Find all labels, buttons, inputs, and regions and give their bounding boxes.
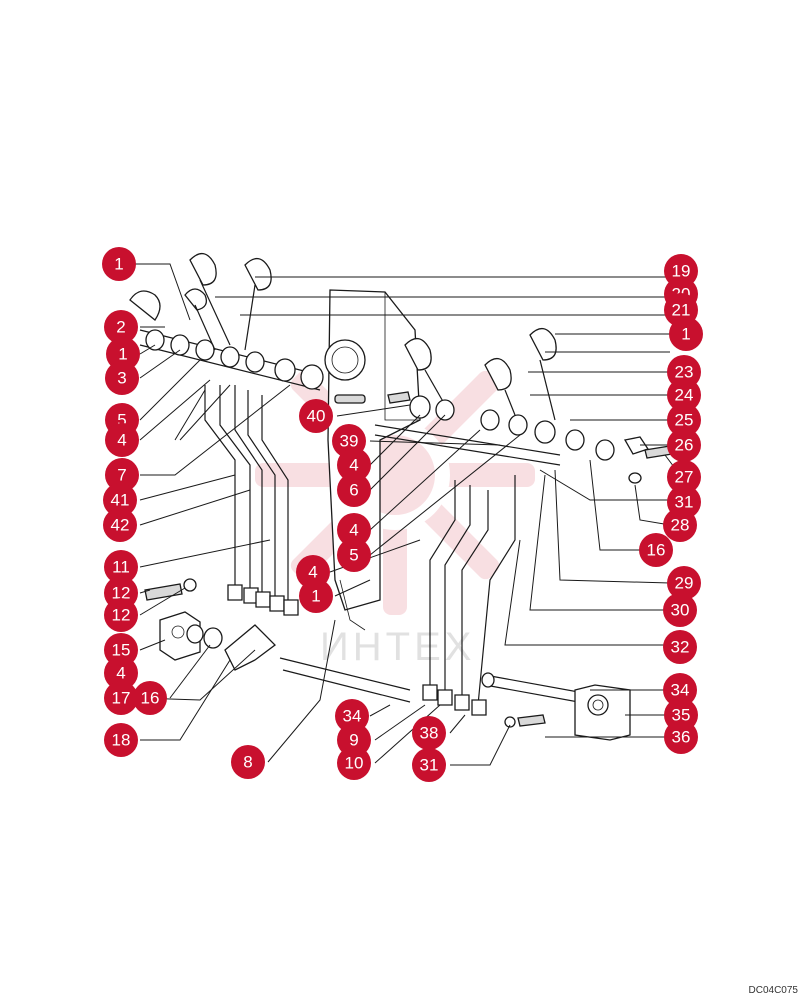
svg-text:4: 4	[117, 431, 126, 450]
svg-text:29: 29	[675, 574, 694, 593]
right-lower-parts	[481, 672, 631, 741]
diagram-code-label: DC04C075	[748, 985, 798, 996]
callout: 31	[412, 748, 446, 782]
svg-text:16: 16	[647, 541, 666, 560]
svg-text:27: 27	[675, 468, 694, 487]
callout: 36	[664, 720, 698, 754]
callout: 16	[639, 533, 673, 567]
svg-text:8: 8	[243, 753, 252, 772]
callout: 8	[231, 745, 265, 779]
svg-text:30: 30	[671, 601, 690, 620]
left-lower-parts	[144, 578, 411, 703]
svg-text:4: 4	[349, 456, 358, 475]
svg-text:39: 39	[340, 432, 359, 451]
callout: 3	[105, 361, 139, 395]
svg-text:19: 19	[672, 262, 691, 281]
callout: 1	[106, 337, 140, 371]
callout: 1	[669, 317, 703, 351]
callout: 4	[337, 448, 371, 482]
svg-text:31: 31	[420, 756, 439, 775]
svg-text:10: 10	[345, 754, 364, 773]
callout: 12	[104, 598, 138, 632]
callout: 30	[663, 593, 697, 627]
svg-text:1: 1	[681, 325, 690, 344]
callout: 5	[337, 538, 371, 572]
callout: 7	[105, 458, 139, 492]
svg-text:42: 42	[111, 516, 130, 535]
callout: 16	[133, 681, 167, 715]
svg-text:17: 17	[112, 689, 131, 708]
watermark-text: ИНТЕХ	[320, 625, 475, 669]
callout: 29	[667, 566, 701, 600]
callout: 41	[103, 483, 137, 517]
svg-text:36: 36	[672, 728, 691, 747]
callouts: 1 2 1 3 5 4 7 41 42 11 12 12 15 4 17 16 …	[102, 247, 703, 782]
callout: 26	[667, 428, 701, 462]
svg-text:3: 3	[117, 369, 126, 388]
svg-text:12: 12	[112, 584, 131, 603]
svg-text:28: 28	[671, 516, 690, 535]
svg-text:15: 15	[112, 641, 131, 660]
svg-text:24: 24	[675, 386, 694, 405]
svg-text:34: 34	[343, 707, 362, 726]
svg-text:9: 9	[349, 731, 358, 750]
svg-text:1: 1	[118, 345, 127, 364]
svg-text:41: 41	[111, 491, 130, 510]
svg-text:5: 5	[117, 411, 126, 430]
callout: 4	[104, 656, 138, 690]
svg-text:1: 1	[311, 587, 320, 606]
svg-text:7: 7	[117, 466, 126, 485]
svg-text:34: 34	[671, 681, 690, 700]
svg-text:35: 35	[672, 706, 691, 725]
svg-text:6: 6	[349, 481, 358, 500]
svg-text:18: 18	[112, 731, 131, 750]
svg-text:5: 5	[349, 546, 358, 565]
callout: 4	[105, 423, 139, 457]
svg-text:25: 25	[675, 411, 694, 430]
svg-text:23: 23	[675, 363, 694, 382]
callout: 2	[104, 310, 138, 344]
svg-text:26: 26	[675, 436, 694, 455]
svg-text:40: 40	[307, 407, 326, 426]
svg-text:31: 31	[675, 493, 694, 512]
callout: 40	[299, 399, 333, 433]
svg-text:38: 38	[420, 724, 439, 743]
leader-lines	[135, 263, 681, 766]
callout: 24	[667, 378, 701, 412]
callout: 17	[104, 681, 138, 715]
callout: 38	[412, 716, 446, 750]
callout: 18	[104, 723, 138, 757]
callout: 1	[299, 579, 333, 613]
svg-text:2: 2	[116, 318, 125, 337]
callout: 32	[663, 630, 697, 664]
svg-text:11: 11	[112, 558, 130, 577]
callout: 42	[103, 508, 137, 542]
callout: 34	[663, 673, 697, 707]
svg-text:4: 4	[116, 664, 125, 683]
callout: 10	[337, 746, 371, 780]
right-lever-shaft	[374, 328, 673, 484]
callout: 28	[663, 508, 697, 542]
callout: 6	[337, 473, 371, 507]
callout: 27	[667, 460, 701, 494]
left-lever-shaft	[129, 253, 324, 391]
callout: 4	[337, 513, 371, 547]
svg-text:4: 4	[308, 563, 317, 582]
svg-text:1: 1	[114, 255, 123, 274]
callout: 25	[667, 403, 701, 437]
svg-text:4: 4	[349, 521, 358, 540]
svg-text:21: 21	[672, 301, 691, 320]
svg-text:16: 16	[141, 689, 160, 708]
callout: 11	[104, 550, 138, 584]
svg-text:12: 12	[112, 606, 131, 625]
callout: 1	[102, 247, 136, 281]
right-control-rods	[422, 475, 516, 716]
svg-text:32: 32	[671, 638, 690, 657]
